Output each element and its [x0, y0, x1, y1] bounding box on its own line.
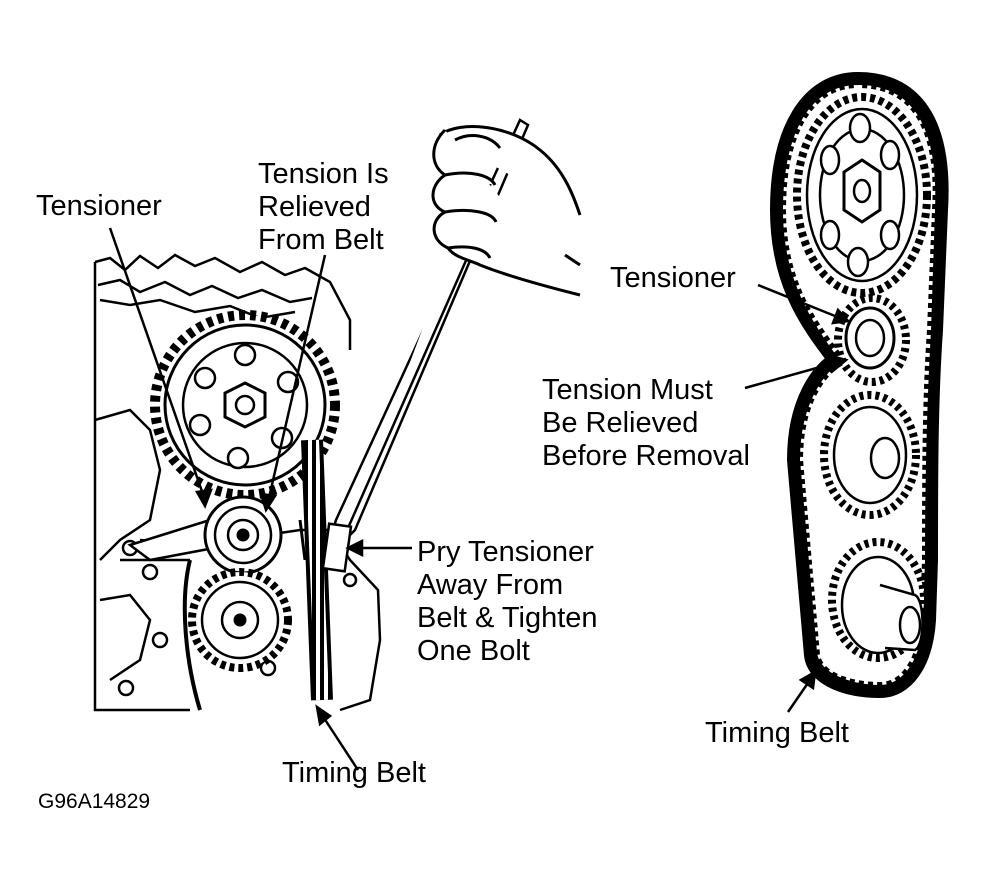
relieved-label-line-3: From Belt	[258, 224, 384, 256]
cam-sprocket-left	[150, 310, 340, 500]
timing-belt-label-right: Timing Belt	[705, 717, 849, 749]
timing-belt-left	[182, 439, 333, 711]
tensioner-pulley-right	[834, 294, 910, 386]
leader-lines-left	[108, 227, 412, 771]
crank-sprocket-right	[828, 538, 928, 662]
figure-code: G96A14829	[38, 790, 151, 813]
pry-label-line-3: Belt & Tighten	[417, 602, 598, 634]
must-relieve-label-line-1: Tension Must	[542, 374, 713, 406]
relieved-label-line-2: Relieved	[258, 191, 371, 223]
tensioner-pulley-left	[127, 495, 283, 575]
pry-label-line-1: Pry Tensioner	[417, 536, 594, 568]
tensioner-label-right: Tensioner	[610, 262, 736, 294]
must-relieve-label-line-3: Before Removal	[542, 440, 750, 472]
leader-lines-right	[744, 283, 851, 713]
intermediate-sprocket-right	[820, 391, 920, 519]
hand	[431, 125, 582, 297]
relieved-label-line-1: Tension Is	[258, 158, 389, 190]
crank-sprocket-left	[188, 568, 292, 672]
timing-belt-right	[769, 71, 949, 699]
must-relieve-label-line-2: Be Relieved	[542, 407, 699, 439]
timing-belt-label-left: Timing Belt	[282, 757, 426, 789]
pry-label-line-2: Away From	[417, 569, 564, 601]
pry-label-line-4: One Bolt	[417, 635, 530, 667]
cam-sprocket-right	[793, 93, 931, 297]
tensioner-label-left: Tensioner	[36, 190, 162, 222]
